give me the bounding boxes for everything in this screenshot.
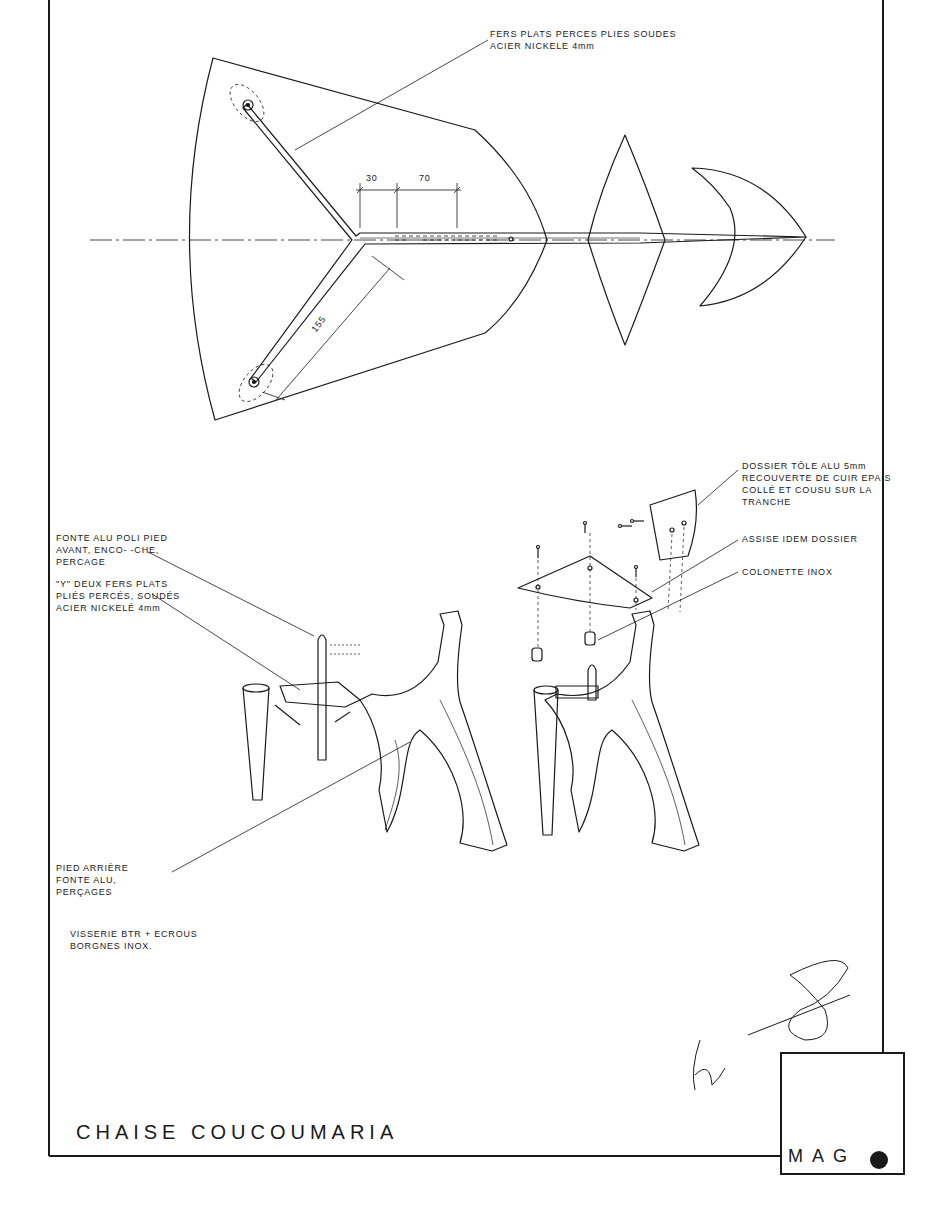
part-note: COLONETTE INOX: [742, 566, 882, 578]
dimension: 70: [419, 172, 431, 184]
signature: [693, 960, 850, 1090]
part-note: ASSISE IDEM DOSSIER: [742, 533, 892, 545]
seat-plate: [518, 556, 652, 608]
dimension: 155: [309, 313, 329, 334]
sheet-frame: [49, 0, 883, 1156]
drawing-title: CHAISE COUCOUMARIA: [76, 1121, 398, 1144]
seat-outline: [189, 58, 547, 420]
logo-text: MAG: [788, 1146, 856, 1167]
back-outline: [588, 135, 665, 345]
dimension-lines: [262, 183, 461, 400]
leader-lines: [148, 470, 738, 872]
part-note: DOSSIER TÔLE ALU 5mm RECOUVERTE DE CUIR …: [742, 460, 910, 508]
logo-box: MAG: [780, 1052, 905, 1175]
right-assembly: [518, 490, 699, 851]
plan-view: [90, 40, 835, 420]
material-note: FERS PLATS PERCES PLIES SOUDES ACIER NIC…: [490, 28, 705, 52]
back-plate: [650, 490, 696, 560]
part-note: "Y" DEUX FERS PLATS PLIÉS PERCÉS, SOUDÉS…: [56, 578, 196, 614]
dimension: 30: [366, 172, 378, 184]
part-note: FONTE ALU POLI PIED AVANT, ENCO- -CHE, P…: [56, 532, 176, 568]
part-note: PIED ARRIÈRE FONTE ALU, PERÇAGES: [56, 862, 161, 898]
hardware-note: VISSERIE BTR + ECROUS BORGNES INOX.: [70, 928, 218, 952]
left-assembly: [243, 611, 507, 851]
leader-line: [295, 40, 488, 150]
logo-dot: [870, 1151, 888, 1169]
